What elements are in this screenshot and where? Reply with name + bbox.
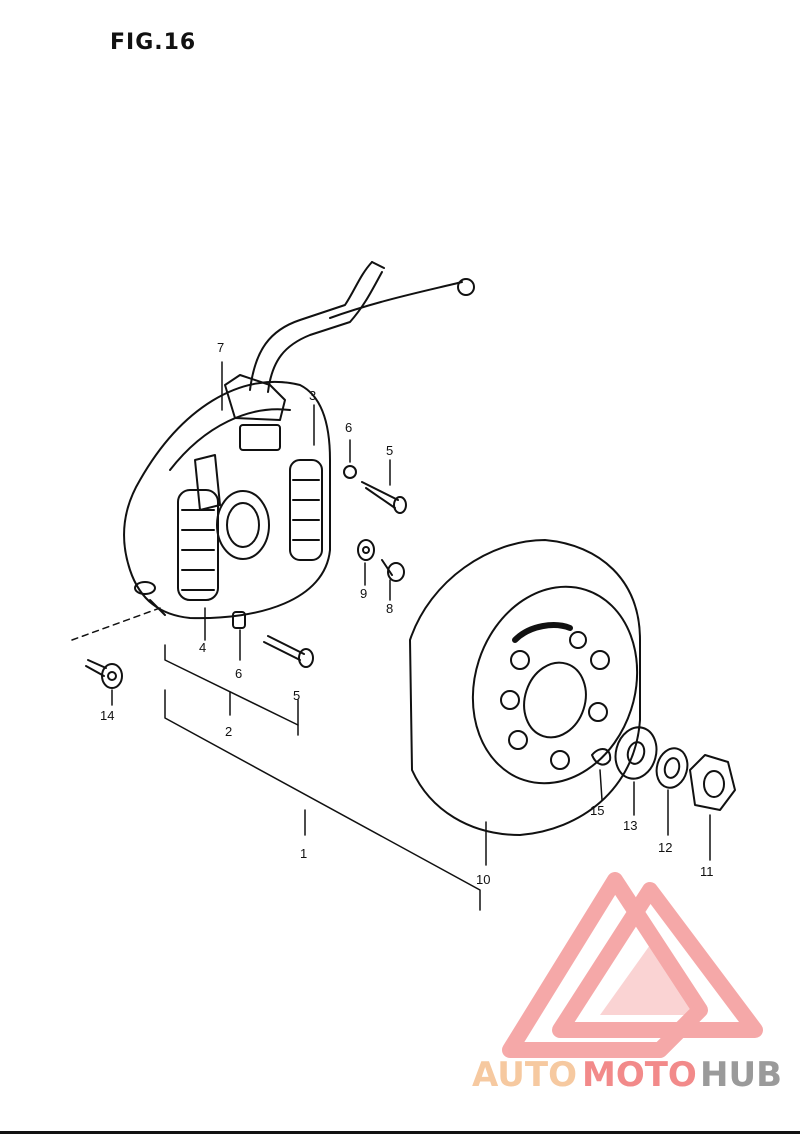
flywheel-rotor xyxy=(409,539,641,836)
washer-13 xyxy=(614,726,658,780)
washer-6-upper xyxy=(343,465,357,479)
screw-8 xyxy=(381,559,405,582)
watermark-logo xyxy=(502,872,763,1058)
washer-6-lower xyxy=(232,611,246,629)
label-14: 14 xyxy=(100,708,114,723)
label-6-lower: 6 xyxy=(235,666,242,681)
label-4: 4 xyxy=(199,640,206,655)
label-5-lower: 5 xyxy=(293,688,300,703)
lock-washer-12 xyxy=(655,747,689,789)
label-12: 12 xyxy=(658,840,672,855)
label-5-upper: 5 xyxy=(386,443,393,458)
label-13: 13 xyxy=(623,818,637,833)
wiring-harness xyxy=(249,261,475,393)
watermark-moto: MOTO xyxy=(582,1055,697,1095)
watermark-auto: AUTO xyxy=(472,1055,577,1095)
stator-coils xyxy=(177,459,323,601)
nut-11 xyxy=(689,754,736,811)
stator-plate xyxy=(123,380,331,620)
label-15: 15 xyxy=(590,803,604,818)
leader-lines xyxy=(111,361,711,911)
woodruff-key-15 xyxy=(591,748,612,766)
washer-9 xyxy=(357,539,375,561)
figure-title: FIG.16 xyxy=(110,30,197,55)
label-7: 7 xyxy=(217,340,224,355)
label-3: 3 xyxy=(309,388,316,403)
watermark-text: AUTO MOTO HUB xyxy=(472,1055,782,1095)
label-8: 8 xyxy=(386,601,393,616)
label-9: 9 xyxy=(360,586,367,601)
bottom-border xyxy=(0,1131,800,1134)
label-1: 1 xyxy=(300,846,307,861)
pulser-coil xyxy=(194,374,286,511)
label-6-upper: 6 xyxy=(345,420,352,435)
screw-14 xyxy=(71,607,161,689)
screw-5-lower xyxy=(263,635,314,668)
label-11: 11 xyxy=(700,864,714,879)
screw-5-upper xyxy=(361,481,407,514)
part-labels: 7 3 6 5 9 8 4 6 5 2 14 1 15 13 12 11 10 xyxy=(100,340,714,887)
watermark-hub: HUB xyxy=(700,1055,782,1095)
label-2: 2 xyxy=(225,724,232,739)
label-10: 10 xyxy=(476,872,490,887)
